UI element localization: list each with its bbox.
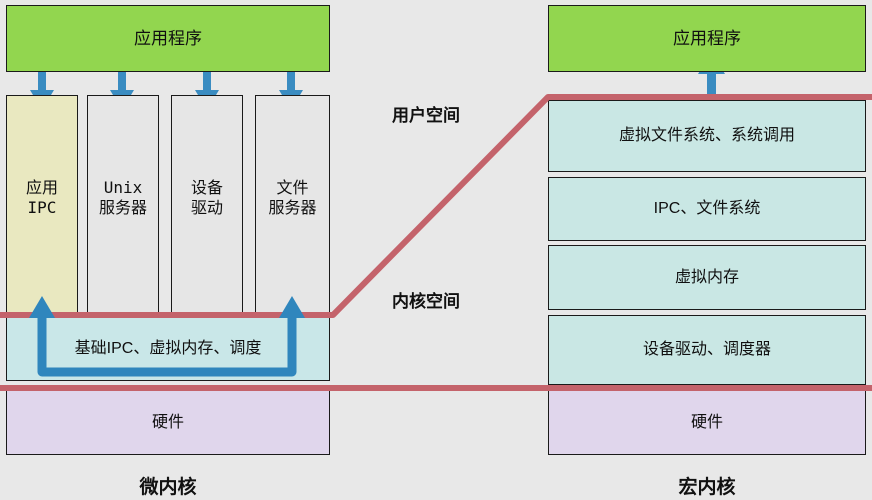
- service-line-1: 文件: [276, 178, 309, 197]
- monolithic-hardware-label: 硬件: [690, 413, 723, 431]
- microkernel-service-device-driver[interactable]: 设备 驱动: [171, 95, 243, 315]
- monolithic-layer-label: 虚拟内存: [674, 268, 739, 286]
- microkernel-caption: 微内核: [139, 477, 197, 498]
- service-label: 文件 服务器: [266, 178, 318, 232]
- monolithic-application-box[interactable]: 应用程序: [548, 5, 866, 72]
- microkernel-application-box[interactable]: 应用程序: [6, 5, 330, 72]
- kernel-space-label: 内核空间: [392, 292, 460, 311]
- microkernel-service-file-server[interactable]: 文件 服务器: [255, 95, 330, 315]
- microkernel-service-app-ipc[interactable]: 应用 IPC: [6, 95, 78, 315]
- user-space-label: 用户空间: [392, 106, 460, 125]
- service-line-1: 设备: [190, 178, 223, 197]
- service-label: 设备 驱动: [189, 178, 225, 232]
- microkernel-hardware-label: 硬件: [151, 413, 184, 431]
- service-line-2: 服务器: [98, 198, 147, 217]
- monolithic-layer-driver-scheduler[interactable]: 设备驱动、调度器: [548, 315, 866, 385]
- monolithic-caption: 宏内核: [678, 477, 736, 498]
- microkernel-kernel-band[interactable]: 基础IPC、虚拟内存、调度: [6, 317, 330, 381]
- monolithic-layer-label: IPC、文件系统: [653, 200, 761, 217]
- service-line-1: 应用: [25, 178, 58, 197]
- monolithic-layer-virtual-memory[interactable]: 虚拟内存: [548, 245, 866, 310]
- microkernel-kernel-band-label: 基础IPC、虚拟内存、调度: [74, 340, 262, 357]
- service-label: 应用 IPC: [24, 178, 60, 232]
- service-line-1: Unix: [103, 178, 143, 197]
- service-line-2: 服务器: [268, 198, 317, 217]
- monolithic-layer-label: 虚拟文件系统、系统调用: [618, 127, 795, 144]
- monolithic-layer-vfs-syscall[interactable]: 虚拟文件系统、系统调用: [548, 100, 866, 172]
- microkernel-service-unix-server[interactable]: Unix 服务器: [87, 95, 159, 315]
- monolithic-application-label: 应用程序: [673, 28, 741, 48]
- microkernel-application-label: 应用程序: [134, 28, 202, 48]
- monolithic-hardware-box[interactable]: 硬件: [548, 390, 866, 455]
- microkernel-hardware-box[interactable]: 硬件: [6, 390, 330, 455]
- service-line-2: IPC: [27, 198, 57, 217]
- monolithic-layer-ipc-filesystem[interactable]: IPC、文件系统: [548, 177, 866, 241]
- monolithic-layer-label: 设备驱动、调度器: [642, 341, 771, 358]
- service-label: Unix 服务器: [97, 178, 149, 232]
- service-line-2: 驱动: [190, 198, 223, 217]
